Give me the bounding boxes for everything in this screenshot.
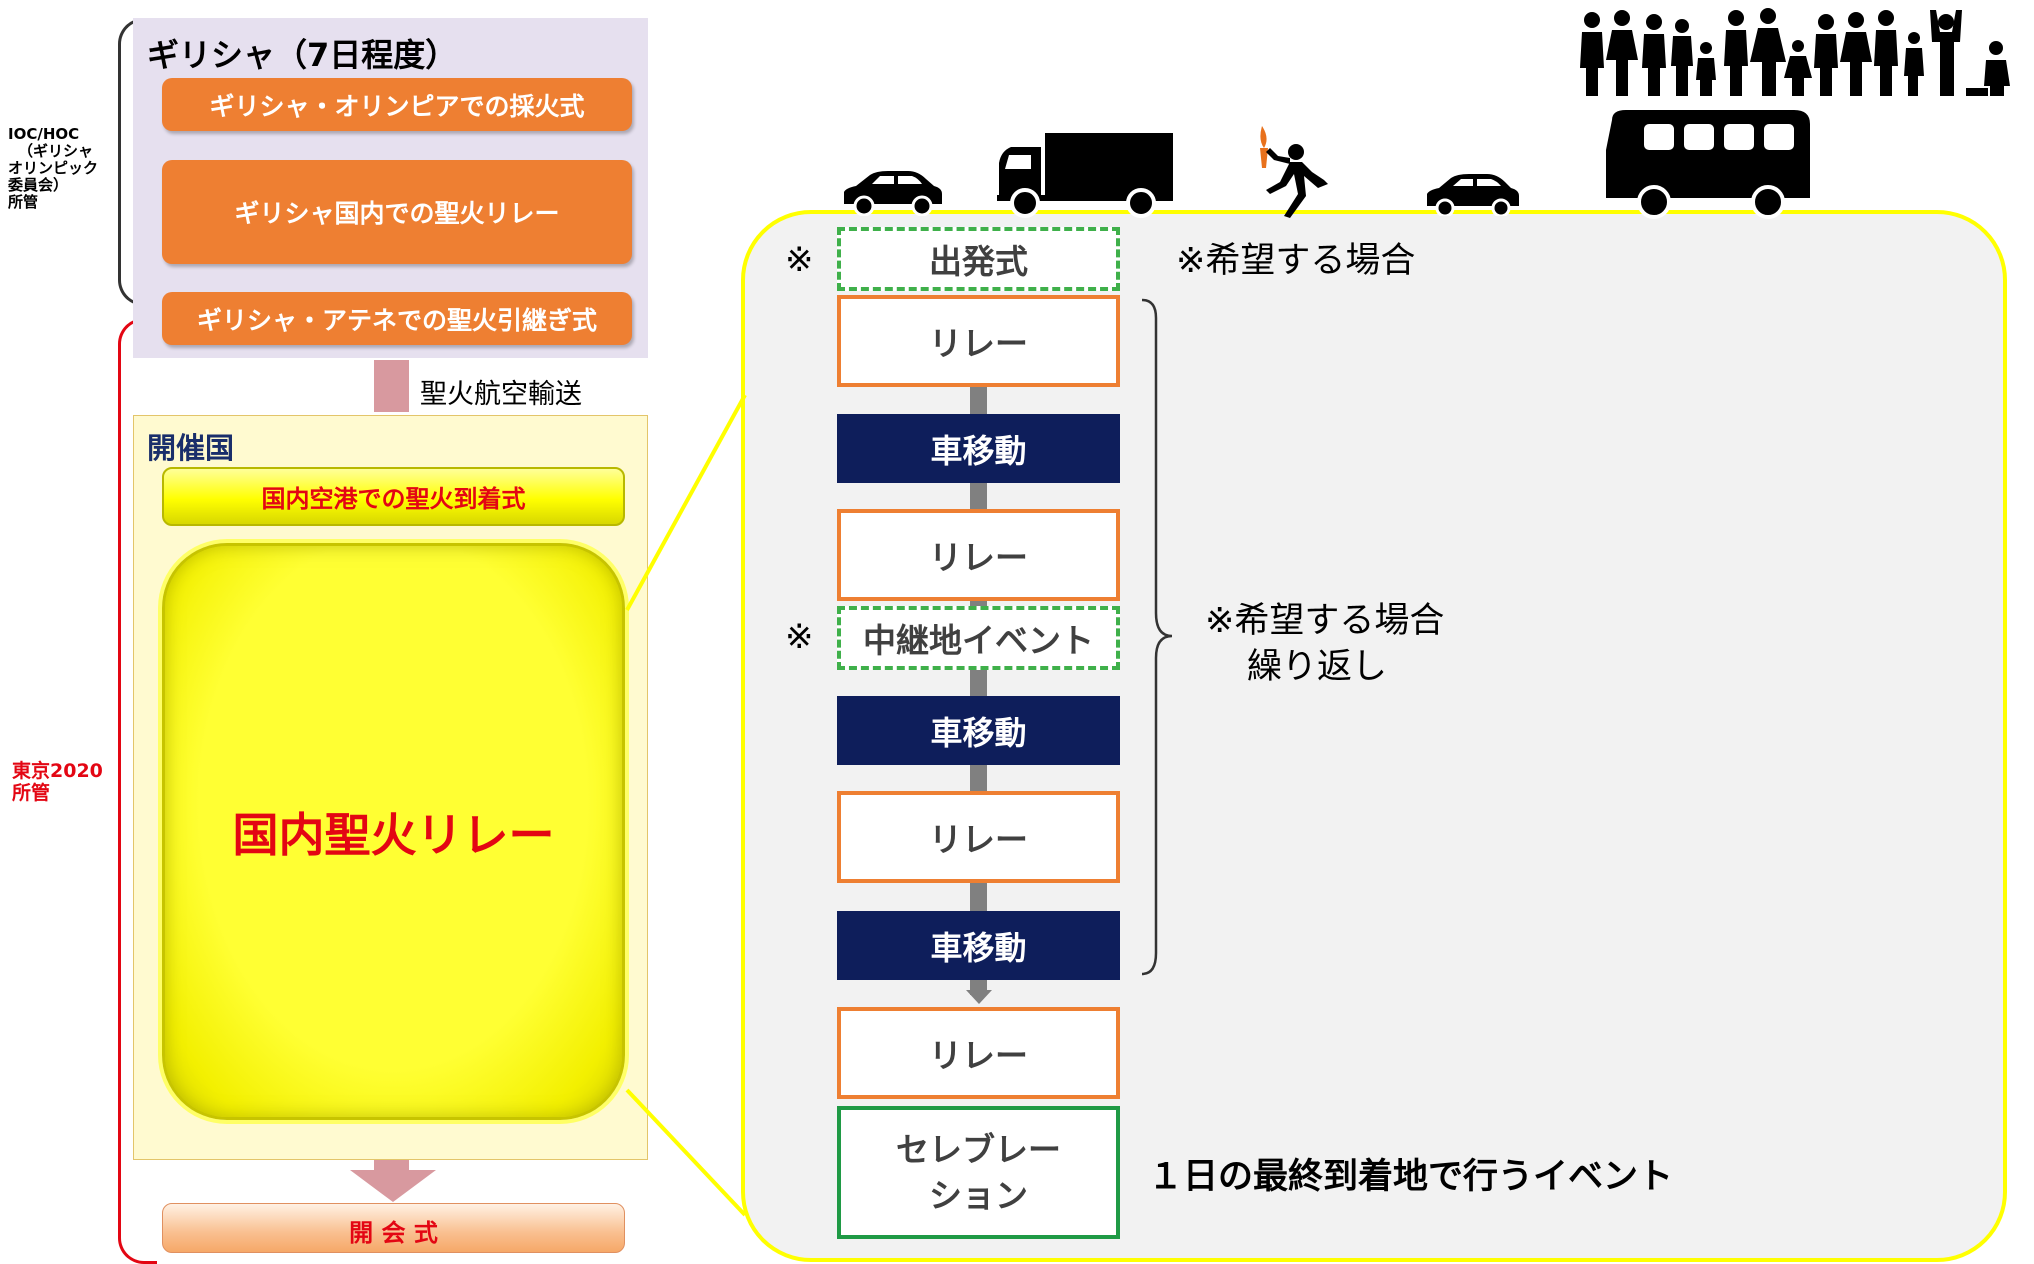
domestic-torch-relay: 国内聖火リレー [162,543,625,1120]
greece-title: ギリシャ（7日程度） [147,36,458,74]
down-arrow-head [350,1170,436,1202]
departure-ceremony: 出発式 [837,227,1120,291]
greece-domestic-relay: ギリシャ国内での聖火リレー [162,160,632,264]
celebration-line-1: セレブレー [896,1129,1061,1169]
relay-step-4: リレー [837,1007,1120,1099]
relay-step-2: リレー [837,509,1120,601]
car-transfer-1: 車移動 [837,414,1120,483]
truck-icon [997,133,1173,218]
host-country-title: 開催国 [147,431,235,465]
celebration-line-2: ション [929,1175,1028,1215]
air-transport-label: 聖火航空輸送 [420,379,582,410]
ioc-label: IOC/HOC （ギリシャ オリンピック 委員会） 所管 [8,125,99,211]
athens-handover-ceremony: ギリシャ・アテネでの聖火引継ぎ式 [162,292,632,345]
air-transport-arrow [374,360,409,412]
zoom-line-bottom [625,1088,747,1217]
asterisk-departure: ※ [785,240,814,280]
relay-step-1: リレー [837,295,1120,387]
relay-step-3: リレー [837,791,1120,883]
tokyo-label: 東京2020 所管 [12,760,103,804]
note-optional-departure: ※希望する場合 [1176,241,1416,281]
car-icon [1427,174,1519,216]
final-destination-note: １日の最終到着地で行うイベント [1148,1157,1674,1197]
car-transfer-3: 車移動 [837,911,1120,980]
relay-point-event: 中継地イベント [837,606,1120,670]
down-arrow-shaft [374,1160,409,1172]
airport-arrival-ceremony: 国内空港での聖火到着式 [162,467,625,526]
car-transfer-2: 車移動 [837,696,1120,765]
zoom-line-top [625,394,747,611]
bus-icon [1606,110,1810,219]
flow-connector-arrowhead [966,990,992,1004]
torch-runner-icon [1260,126,1328,218]
repeat-brace [1141,298,1173,976]
olympia-lighting-ceremony: ギリシャ・オリンピアでの採火式 [162,78,632,131]
crowd-icon [1580,8,2010,96]
car-icon [844,171,942,216]
celebration-event: セレブレー ション [837,1106,1120,1239]
asterisk-relay-event: ※ [785,617,814,657]
note-repeat: ※希望する場合 繰り返し [1205,601,1445,687]
